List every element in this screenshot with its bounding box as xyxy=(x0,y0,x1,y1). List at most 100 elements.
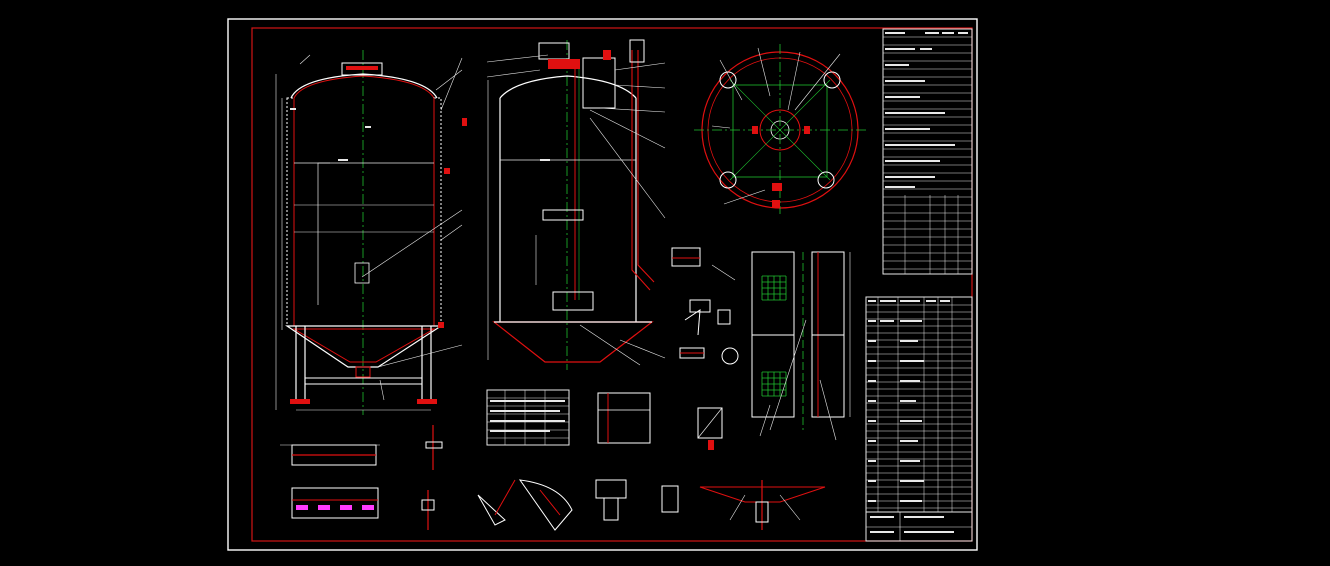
parts-table-small xyxy=(486,389,570,446)
top-nozzle xyxy=(603,50,611,60)
text-stub xyxy=(900,300,920,302)
text-stub xyxy=(868,340,876,342)
drawing-sheet xyxy=(227,18,978,551)
text-stub xyxy=(870,516,894,518)
detail-highlight xyxy=(340,505,352,510)
leader-line xyxy=(377,344,463,368)
table-rows xyxy=(883,36,972,274)
impeller xyxy=(542,209,584,221)
cone-detail xyxy=(699,486,826,503)
leader-line xyxy=(486,54,549,63)
part-detail xyxy=(711,264,736,281)
detail-highlight xyxy=(362,505,374,510)
detail-box xyxy=(597,392,651,444)
leader-line xyxy=(723,189,766,205)
table-frame xyxy=(486,389,570,446)
detail-line xyxy=(697,407,723,439)
text-stub xyxy=(885,112,945,114)
leader-line xyxy=(599,107,666,113)
leader-line xyxy=(769,319,807,431)
text-stub xyxy=(885,176,935,178)
nozzle-marker xyxy=(462,118,467,126)
text-stub xyxy=(900,400,916,402)
part-detail xyxy=(684,309,701,336)
center-circle xyxy=(759,109,801,151)
text-stub xyxy=(868,300,876,302)
text-stub xyxy=(870,531,894,533)
leader-line xyxy=(440,57,463,111)
shell-right-hatch xyxy=(433,97,442,327)
small-details xyxy=(671,247,739,365)
mesh-grid xyxy=(761,371,787,397)
part-detail xyxy=(661,485,679,513)
nozzle-marker xyxy=(772,200,780,208)
text-stub xyxy=(868,500,876,502)
shell-left-hatch xyxy=(286,97,295,327)
internal-pipe xyxy=(317,162,330,305)
tank-section-elevation xyxy=(486,39,666,370)
leader-line xyxy=(379,379,385,401)
text-stub xyxy=(900,500,922,502)
support-frame xyxy=(732,84,828,178)
text-stub xyxy=(490,430,550,432)
detail-box xyxy=(291,487,379,519)
tank-front-elevation xyxy=(275,50,467,415)
text-stub xyxy=(900,340,918,342)
nozzle-marker xyxy=(438,322,444,328)
leader-line xyxy=(579,324,641,366)
parts-list-table xyxy=(865,296,973,542)
detail-highlight xyxy=(318,505,330,510)
leader-line xyxy=(614,84,666,89)
sheet-border xyxy=(227,18,978,551)
text-stub xyxy=(868,440,876,442)
impeller xyxy=(552,291,594,311)
text-stub xyxy=(365,126,371,128)
leader-line xyxy=(794,53,841,111)
leader-line xyxy=(779,494,801,521)
cone-liner xyxy=(292,328,436,363)
outlet-nozzle xyxy=(355,366,371,378)
top-head-liner xyxy=(293,75,435,99)
inner-frame xyxy=(251,27,973,542)
leader-line xyxy=(729,494,746,521)
top-plan-view xyxy=(694,44,866,214)
text-stub xyxy=(900,320,922,322)
leader-line xyxy=(759,404,771,437)
text-stub xyxy=(958,32,968,34)
diagonal xyxy=(729,79,831,181)
manhole xyxy=(341,62,383,76)
technical-requirements-table xyxy=(882,28,973,275)
title-block-frame xyxy=(865,511,973,542)
text-stub xyxy=(900,420,922,422)
text-stub xyxy=(490,420,565,422)
table-rows xyxy=(487,390,569,445)
text-stub xyxy=(900,460,920,462)
feed-pipe xyxy=(631,50,651,291)
leader-line xyxy=(787,51,801,111)
table-frame xyxy=(882,28,973,275)
leader-line xyxy=(440,224,463,241)
leader-line xyxy=(619,339,666,359)
text-stub xyxy=(868,420,876,422)
cone-bottom xyxy=(285,325,444,368)
text-stub xyxy=(885,186,915,188)
nozzle-marker xyxy=(772,183,782,191)
outlet-nozzle xyxy=(755,501,769,523)
ladder-detail xyxy=(751,251,851,441)
text-stub xyxy=(540,159,550,161)
angle-line xyxy=(494,479,516,516)
flange xyxy=(421,499,435,511)
text-stub xyxy=(338,159,348,161)
leg-lug xyxy=(719,171,737,189)
leader-line xyxy=(435,69,463,91)
leg-lug xyxy=(719,71,737,89)
feed-nozzle xyxy=(629,39,645,63)
text-stub xyxy=(900,380,920,382)
detail-marker xyxy=(708,440,714,450)
text-stub xyxy=(885,160,940,162)
nozzle-marker xyxy=(804,126,810,134)
manhole-flange xyxy=(346,66,378,70)
text-stub xyxy=(490,400,565,402)
support-detail xyxy=(597,392,723,450)
annotation-marks xyxy=(290,32,968,533)
